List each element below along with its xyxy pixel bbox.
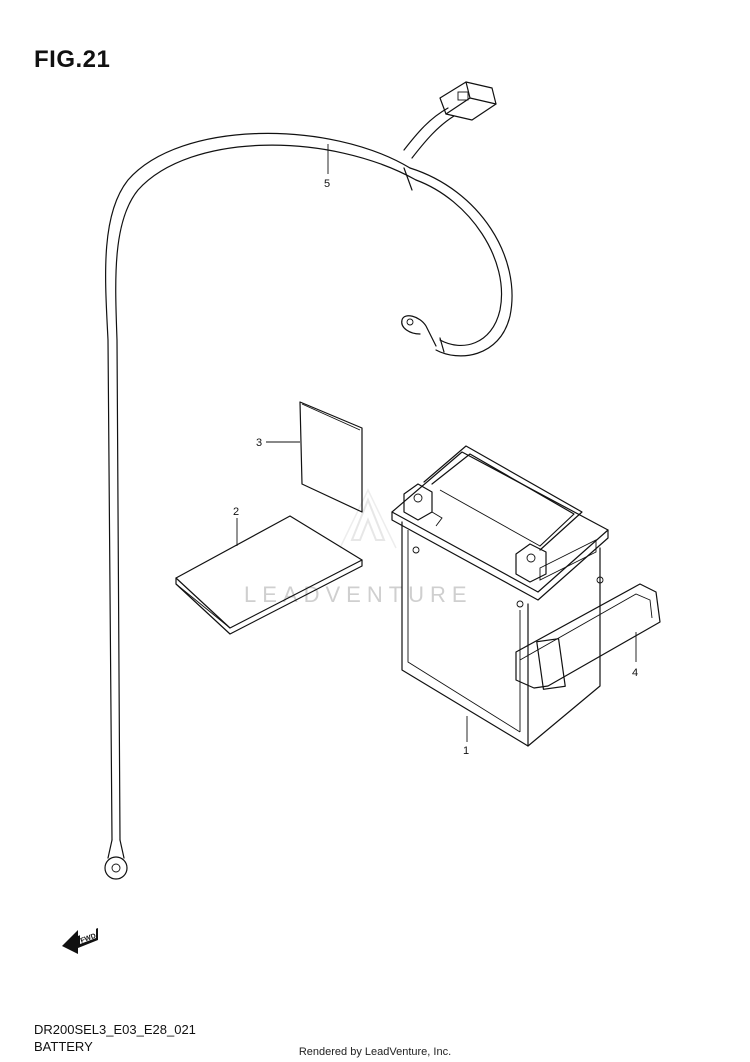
callout-3-label: 3 <box>256 437 262 449</box>
figure-title: FIG.21 <box>34 46 111 73</box>
render-credit: Rendered by LeadVenture, Inc. <box>298 1046 452 1058</box>
callout-2-label: 2 <box>233 506 239 518</box>
callout-1: 1 <box>463 716 469 757</box>
label-sheet-part-3[interactable] <box>299 401 363 513</box>
callout-5: 5 <box>324 144 330 190</box>
callout-2: 2 <box>233 506 239 546</box>
figure-name: BATTERY <box>34 1039 93 1054</box>
wire-harness-part-5[interactable] <box>104 81 513 880</box>
callout-3: 3 <box>256 437 300 449</box>
fwd-arrow-icon: FWD <box>62 928 98 954</box>
battery-pad-part-2[interactable] <box>175 515 363 635</box>
watermark-text: LEADVENTURE <box>244 582 473 607</box>
leadventure-logo-icon <box>339 488 397 549</box>
callout-5-label: 5 <box>324 178 330 190</box>
battery-part-1[interactable] <box>391 445 609 747</box>
callout-4: 4 <box>632 632 638 679</box>
figure-code: DR200SEL3_E03_E28_021 <box>34 1022 196 1037</box>
callout-1-label: 1 <box>463 745 469 757</box>
callout-4-label: 4 <box>632 667 638 679</box>
battery-band-part-4[interactable] <box>515 539 661 690</box>
